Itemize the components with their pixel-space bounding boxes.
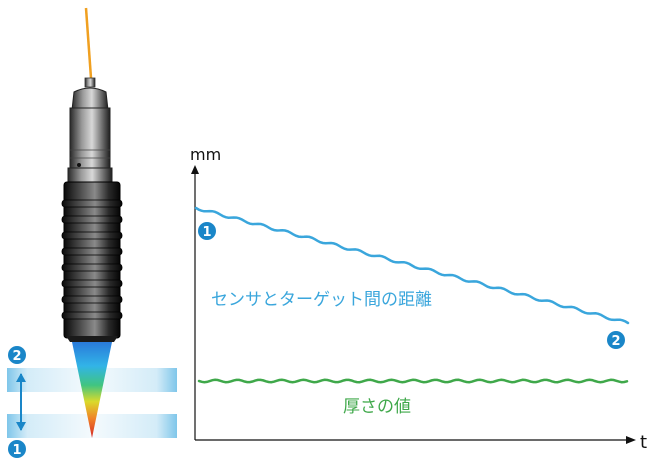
thickness-series-line xyxy=(197,378,629,384)
optical-fiber xyxy=(84,7,93,79)
grip-ring xyxy=(61,311,123,320)
grip-ring xyxy=(61,199,123,208)
chart: mm t センサとターゲット間の距離 厚さの値 1 2 xyxy=(190,145,647,453)
sensor-collar xyxy=(67,167,113,183)
sensor-illustration xyxy=(61,7,123,342)
thickness-indicator: 2 1 xyxy=(8,346,26,458)
distance-series-line xyxy=(194,206,630,325)
grip-ring xyxy=(61,247,123,256)
grip-ring xyxy=(61,231,123,240)
arrow-down-icon xyxy=(16,422,26,431)
start-marker-label: 1 xyxy=(202,225,211,240)
arrow-up-icon xyxy=(16,373,26,382)
grip-ring xyxy=(61,295,123,304)
sensor-indicator-dot xyxy=(77,163,81,167)
upper-marker-label: 2 xyxy=(12,349,21,364)
sensor-tip xyxy=(66,336,118,342)
grip-ring xyxy=(61,279,123,288)
y-axis-arrow-icon xyxy=(191,165,199,174)
distance-series-label: センサとターゲット間の距離 xyxy=(211,290,432,310)
x-axis-arrow-icon xyxy=(626,436,636,444)
sensor-head-cap xyxy=(71,87,109,111)
upper-marker-circle xyxy=(8,346,26,364)
laser-beam xyxy=(72,342,112,438)
sensor-metal-body xyxy=(69,107,111,171)
end-marker-label: 2 xyxy=(611,334,620,349)
start-marker-circle xyxy=(198,222,216,240)
grip-rings xyxy=(61,199,123,320)
x-axis-label: t xyxy=(640,432,647,453)
fiber-connector xyxy=(84,77,96,88)
lower-marker-label: 1 xyxy=(12,443,21,458)
grip-ring xyxy=(61,215,123,224)
y-axis-label: mm xyxy=(190,145,221,164)
grip-ring xyxy=(61,263,123,272)
thickness-series-label: 厚さの値 xyxy=(343,397,411,417)
end-marker-circle xyxy=(607,331,625,349)
lower-marker-circle xyxy=(8,440,26,458)
